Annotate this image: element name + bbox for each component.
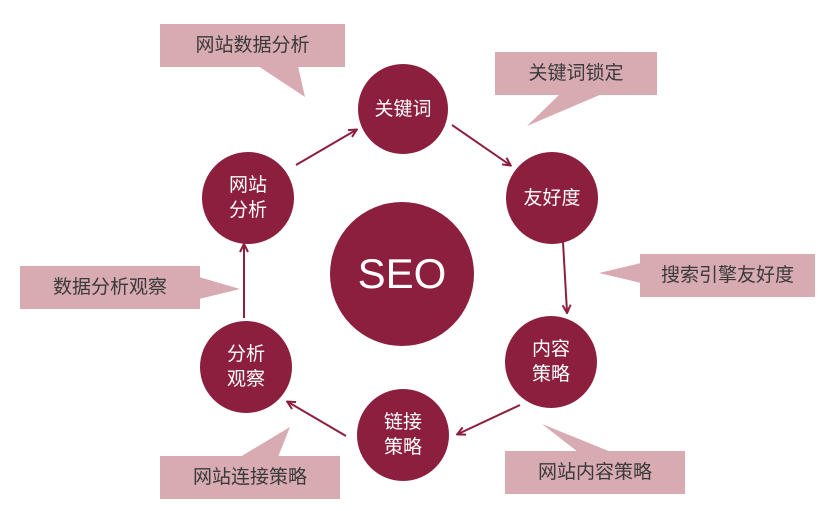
callout-site-link-strategy: 网站连接策略	[192, 466, 307, 488]
arrow-friendliness-to-content-strategy	[563, 241, 567, 312]
link-strategy-node-line-1: 链接	[383, 411, 422, 433]
seo-center-node: SEO	[330, 202, 474, 346]
keyword-node: 关键词	[358, 64, 448, 154]
site-analysis-node: 网站 分析	[202, 152, 294, 244]
arrow-content-strategy-to-link-strategy	[458, 404, 521, 434]
analysis-observation-node-line-1: 分析	[226, 343, 265, 365]
analysis-observation-node: 分析 观察	[200, 321, 292, 413]
link-strategy-node: 链接 策略	[357, 389, 449, 481]
arrow-link-strategy-to-analysis-observation	[288, 402, 347, 437]
friendliness-node-label: 友好度	[523, 186, 581, 209]
keyword-node-label: 关键词	[374, 97, 432, 120]
callout-site-content-strategy-shape	[505, 424, 685, 494]
link-strategy-node-line-2: 策略	[383, 436, 422, 458]
friendliness-node: 友好度	[506, 152, 598, 244]
arrow-site-analysis-to-keyword	[295, 130, 356, 166]
site-analysis-node-line-2: 分析	[228, 199, 267, 221]
callout-data-analysis-observation-shape	[20, 266, 240, 309]
content-strategy-node: 内容 策略	[505, 316, 597, 408]
callout-keyword-lock-shape	[495, 52, 657, 126]
analysis-observation-node-line-2: 观察	[226, 368, 265, 390]
callout-site-data-analysis: 网站数据分析	[195, 34, 310, 56]
content-strategy-node-line-2: 策略	[531, 363, 570, 385]
site-analysis-node-line-1: 网站	[228, 174, 267, 196]
seo-center-label: SEO	[357, 250, 447, 297]
callout-search-engine-friendliness: 搜索引擎友好度	[660, 264, 794, 286]
callout-site-content-strategy: 网站内容策略	[537, 461, 652, 483]
arrow-keyword-to-friendliness	[451, 124, 510, 165]
callout-site-link-strategy-shape	[160, 427, 340, 499]
callout-keyword-lock: 关键词锁定	[528, 62, 624, 84]
callout-site-data-analysis-shape	[160, 24, 345, 97]
content-strategy-node-line-1: 内容	[531, 338, 570, 360]
callout-search-engine-friendliness-shape	[599, 254, 815, 297]
callout-data-analysis-observation: 数据分析观察	[52, 276, 167, 298]
